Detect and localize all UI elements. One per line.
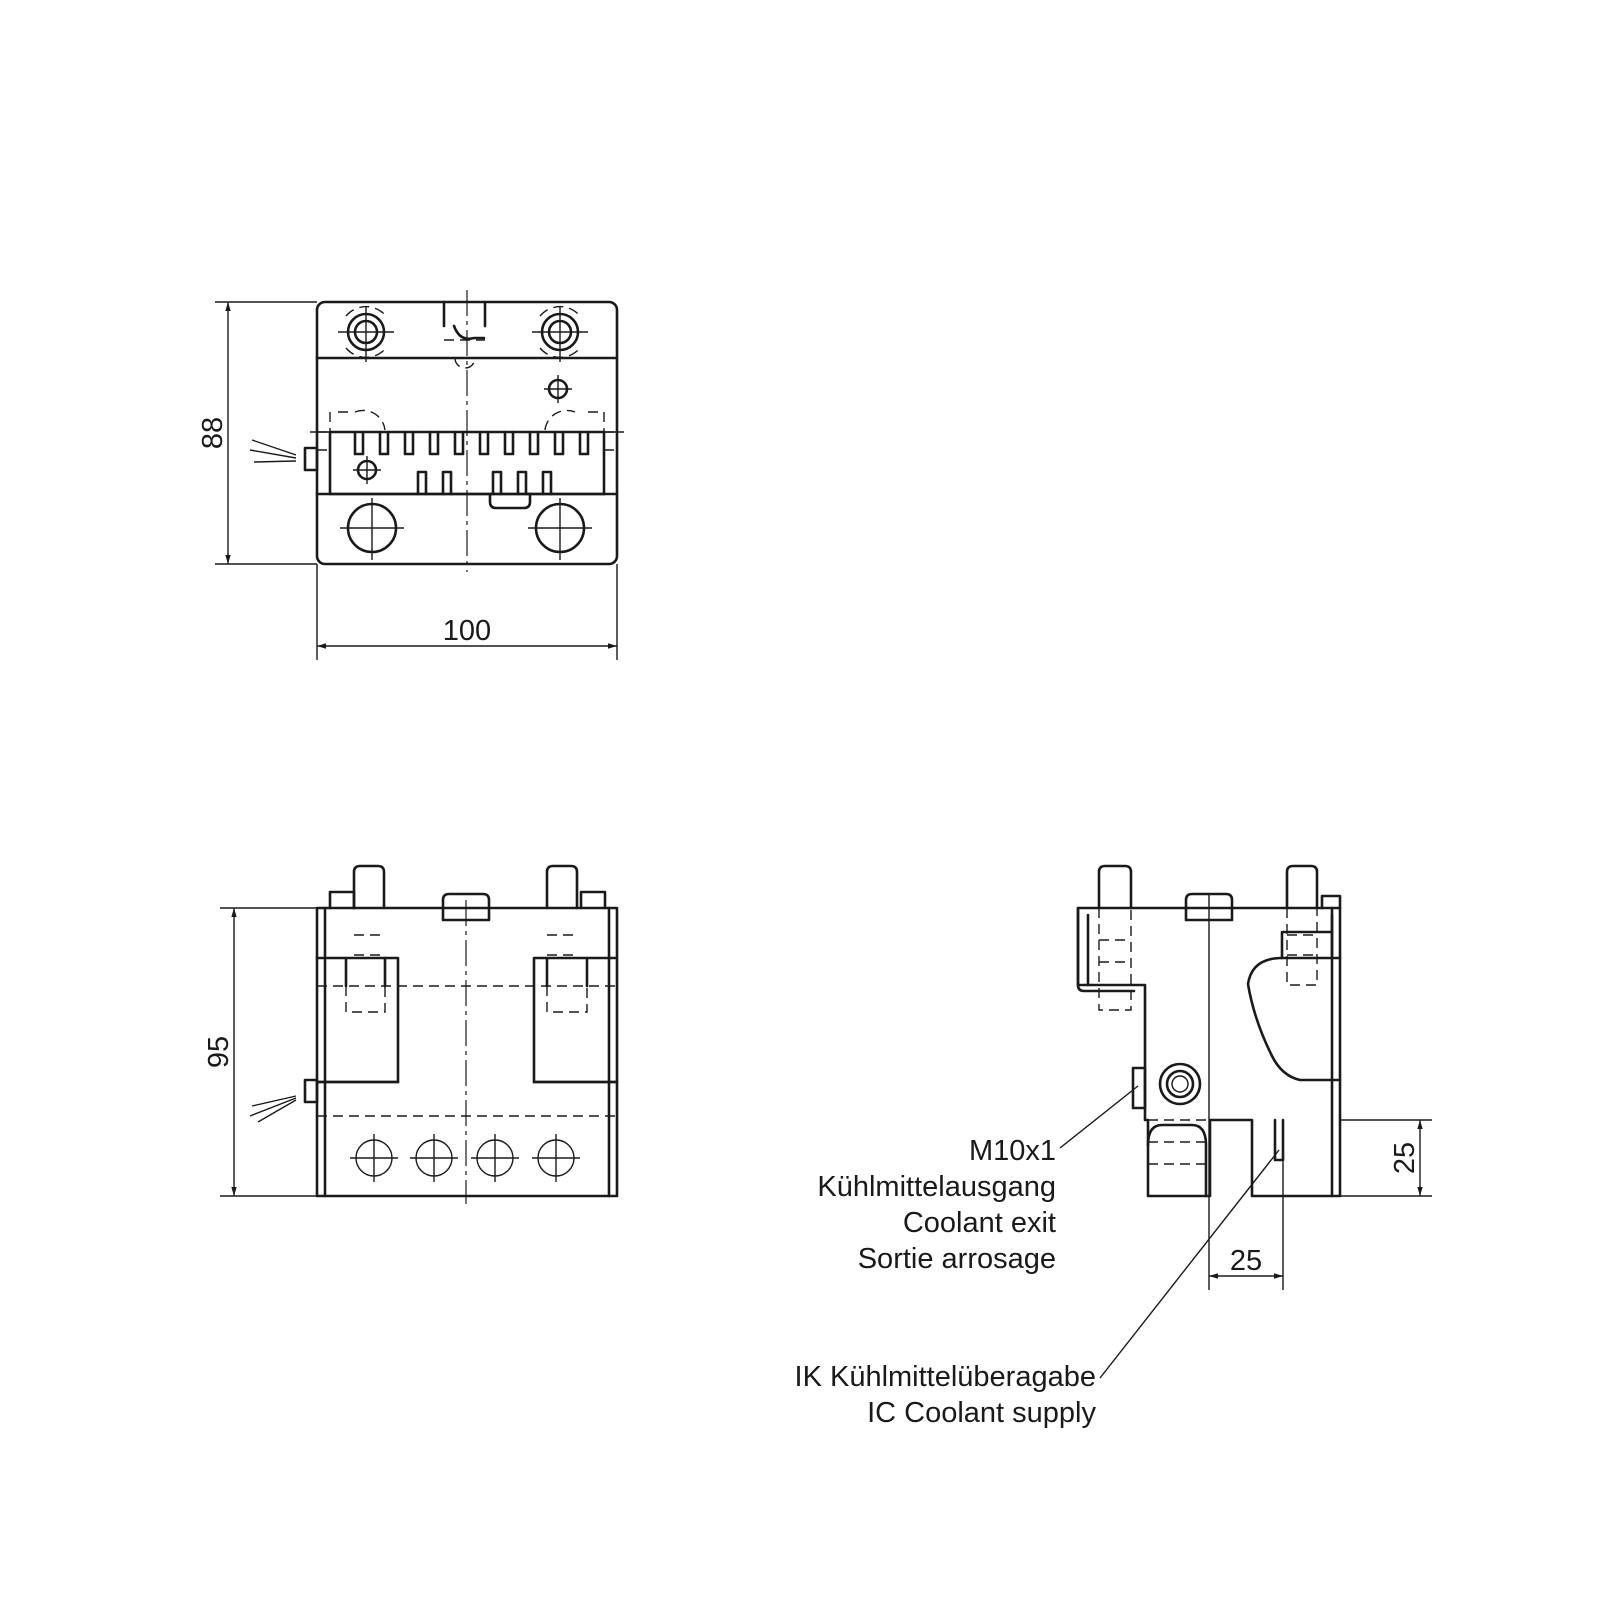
side-view: 25 25 [1059,864,1432,1379]
top-screw-left [338,305,394,362]
bolt-hole-4 [532,1134,580,1182]
stud-right [545,864,579,956]
bottom-hole-left [340,498,404,560]
locator-hole-lower [353,456,381,484]
dim-top-width: 100 [443,615,491,647]
coolant-exit-thread: M10x1 [969,1135,1056,1167]
stud-left-side [1097,864,1133,1011]
coolant-exit-english: Coolant exit [903,1207,1056,1239]
stud-right-side [1285,864,1319,986]
coolant-exit-french: Sortie arrosage [858,1243,1056,1275]
top-screw-right [532,305,588,362]
dim-side-width: 25 [1230,1245,1262,1277]
coolant-supply-english: IC Coolant supply [867,1397,1096,1429]
coolant-exit-label: M10x1 Kühlmittelausgang Coolant exit Sor… [817,1135,1056,1275]
serration-teeth [353,430,590,496]
dim-front-height: 95 [203,1036,235,1068]
bolt-hole-3 [471,1134,519,1182]
bolt-hole-2 [410,1134,458,1182]
locator-hole-upper [544,375,572,403]
stud-left [352,864,386,956]
bolt-hole-1 [350,1134,398,1182]
coolant-exit-german: Kühlmittelausgang [817,1171,1056,1203]
dim-side-height: 25 [1389,1142,1421,1174]
dim-top-height: 88 [197,417,229,449]
front-view: 95 [203,864,619,1204]
coolant-supply-label: IK Kühlmittelüberagabe IC Coolant supply [795,1361,1097,1429]
top-view: 88 100 [197,290,624,660]
bottom-hole-right [528,498,592,560]
coolant-supply-german: IK Kühlmittelüberagabe [795,1361,1096,1393]
coolant-exit-port [1158,1062,1202,1106]
